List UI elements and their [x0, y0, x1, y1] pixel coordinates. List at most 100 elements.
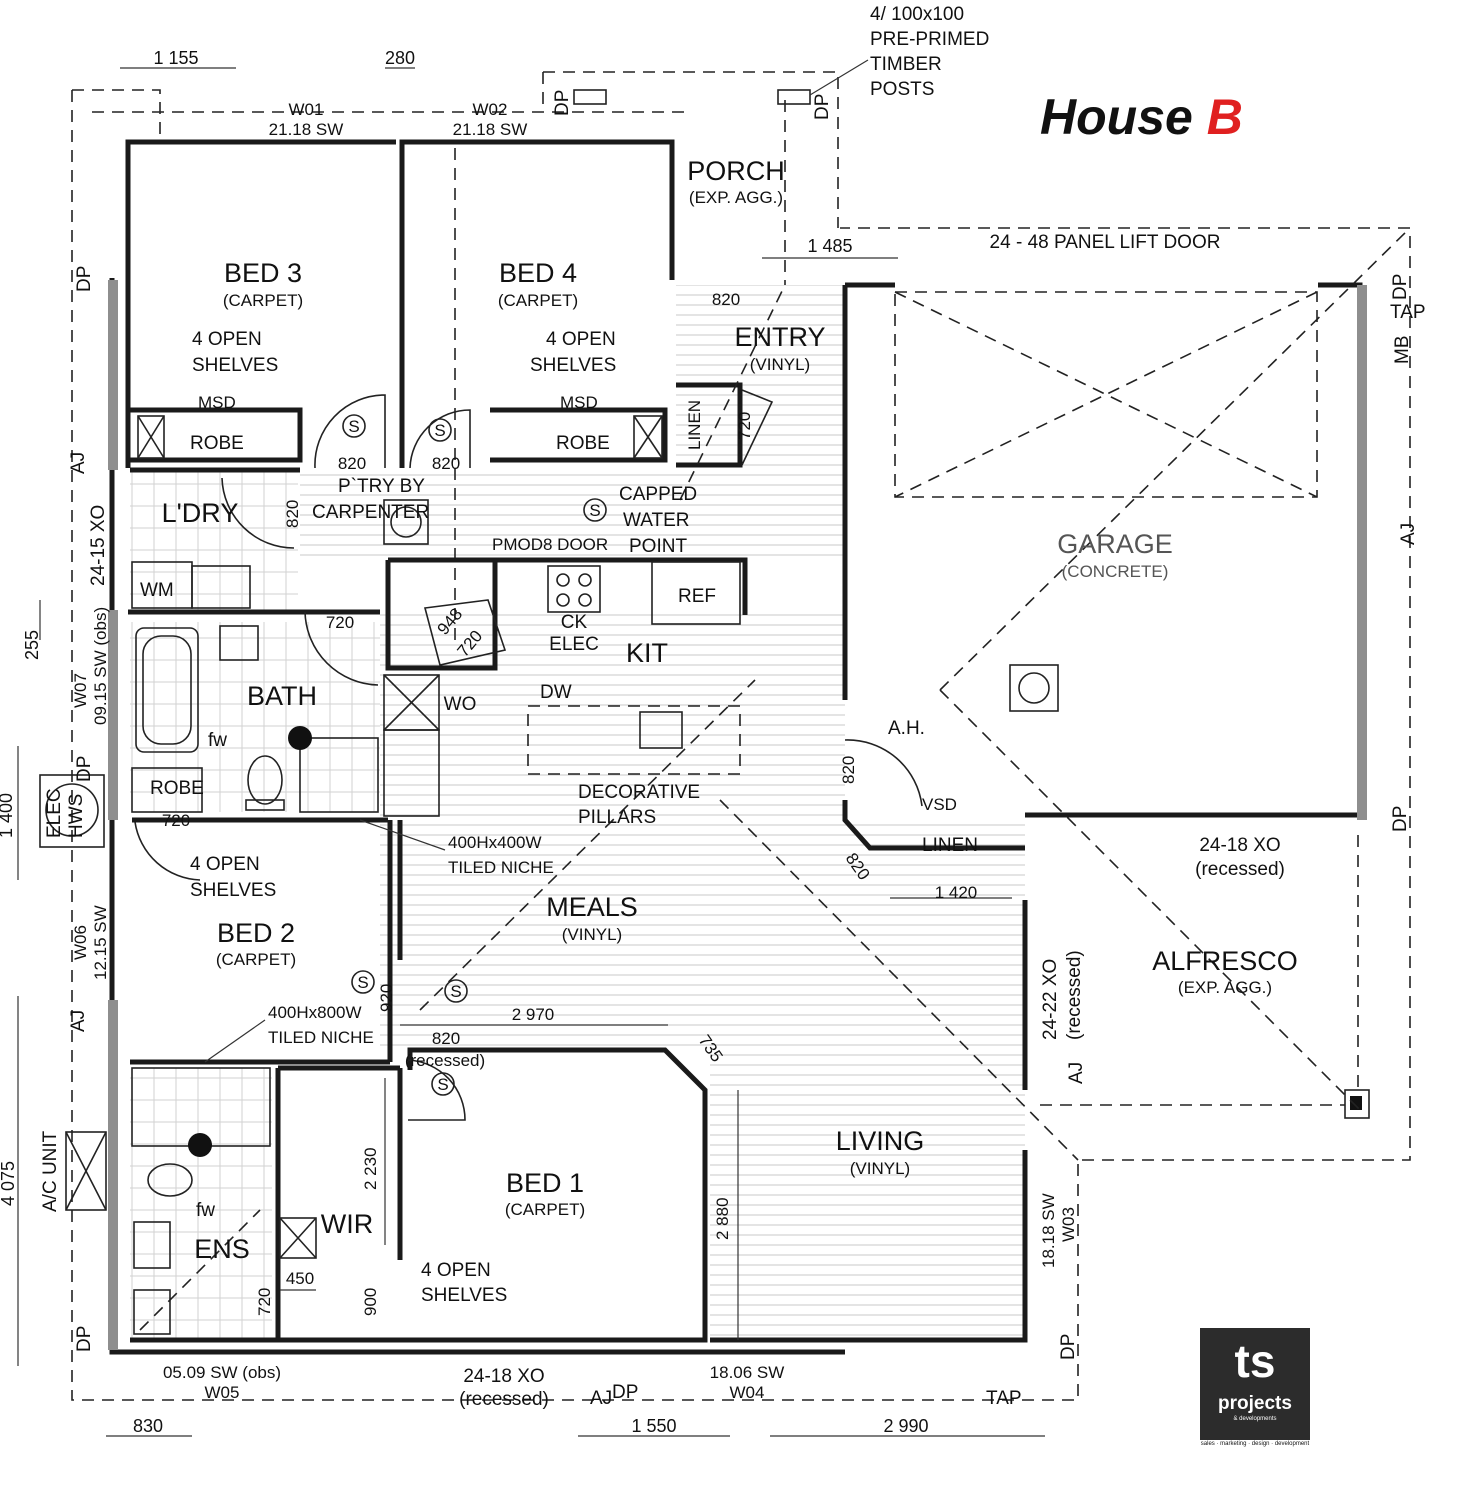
elec-hws-2: HWS [66, 794, 87, 838]
ref-label: REF [678, 586, 716, 607]
dim-450: 450 [286, 1269, 314, 1288]
dim-820-entry: 820 [712, 290, 740, 309]
bed4-name: BED 4 [499, 258, 577, 288]
pillars-line-1: DECORATIVE [578, 782, 700, 803]
kitchen-name: KIT [626, 638, 668, 668]
wo-name: WO [444, 694, 477, 715]
w03-size: 18.18 SW [1039, 1193, 1058, 1268]
bath-name: BATH [247, 681, 317, 711]
elec-hws-1: ELEC [44, 788, 65, 838]
bed2-shelves-1: 4 OPEN [190, 854, 260, 875]
fixtures [39, 89, 1370, 1335]
linen-entry: LINEN [685, 400, 704, 450]
bottom-xo-1: 24-18 XO [463, 1366, 544, 1387]
dim-2990: 2 990 [883, 1416, 928, 1436]
vsd-label: VSD [922, 795, 957, 814]
bed3-shelves-2: SHELVES [192, 355, 278, 376]
smoke-3: S [589, 501, 600, 520]
capped-line-2: WATER [623, 510, 690, 531]
w06-label: W06 [71, 925, 90, 960]
w06-size: 12.15 SW [91, 905, 110, 980]
w01-label: W01 [289, 100, 324, 119]
bed3-name: BED 3 [224, 258, 302, 288]
robe-bed4: ROBE [556, 433, 610, 454]
niche2-line-1: 400Hx800W [268, 1003, 362, 1022]
pantry-line-2: CARPENTER [312, 502, 429, 523]
dim-820-bed4: 820 [432, 454, 460, 473]
w02-label: W02 [473, 100, 508, 119]
robe-bed2: ROBE [150, 778, 204, 799]
ck-label: CK [561, 612, 588, 633]
room-labels: BED 3 (CARPET) BED 4 (CARPET) PORCH (EXP… [162, 156, 1298, 1264]
pillars-line-2: PILLARS [578, 807, 656, 828]
smoke-1: S [348, 417, 359, 436]
dp-4: DP [1390, 274, 1411, 300]
w07-size: 09.15 SW (obs) [91, 607, 110, 725]
aj-1: AJ [68, 452, 89, 474]
porch-name: PORCH [687, 156, 785, 186]
dp-8: DP [1058, 1334, 1079, 1360]
w03-label: W03 [1059, 1207, 1078, 1242]
tap-2: TAP [986, 1388, 1022, 1409]
annotations: 4/ 100x100 PRE-PRIMED TIMBER POSTS 24 - … [40, 4, 1426, 1410]
posts-line-2: PRE-PRIMED [870, 29, 989, 50]
wm-label: WM [140, 580, 174, 601]
dp-5: DP [1390, 806, 1411, 832]
dim-900: 900 [361, 1288, 380, 1316]
dim-720-robe: 720 [162, 811, 190, 830]
alfresco-xo: 24-22 XO [1040, 959, 1061, 1040]
dim-1420: 1 420 [935, 883, 978, 902]
capped-line-3: POINT [629, 536, 687, 557]
tap-1: TAP [1390, 302, 1426, 323]
walls [108, 139, 1367, 1355]
dim-2970: 2 970 [512, 1005, 555, 1024]
aj-4: AJ [1066, 1062, 1087, 1084]
ac-unit-label: A/C UNIT [40, 1130, 61, 1212]
entry-name: ENTRY [734, 322, 825, 352]
title-accent: B [1206, 89, 1243, 145]
smoke-6: S [437, 1075, 448, 1094]
w04-size: 18.06 SW [710, 1363, 785, 1382]
laundry-name: L'DRY [162, 498, 239, 528]
msd-bed3: MSD [198, 393, 236, 412]
w07-label: W07 [71, 673, 90, 708]
bed1-shelves-2: SHELVES [421, 1285, 507, 1306]
msd-bed4: MSD [560, 393, 598, 412]
dim-1485: 1 485 [807, 236, 852, 256]
dim-1550: 1 550 [631, 1416, 676, 1436]
laundry-xo: 24-15 XO [88, 505, 109, 586]
w01-size: 21.18 SW [269, 120, 344, 139]
bed4-shelves-2: SHELVES [530, 355, 616, 376]
garage-xo-2: (recessed) [1195, 859, 1285, 880]
dp-3: DP [812, 94, 833, 120]
logo-tagline: sales · marketing · design · development [1200, 1441, 1310, 1447]
dim-1155: 1 155 [153, 48, 198, 68]
pantry-line-1: P`TRY BY [338, 476, 425, 497]
fw-bath: fw [208, 730, 227, 751]
company-logo: ts projects & developments [1200, 1328, 1310, 1440]
smoke-5: S [450, 982, 461, 1001]
dim-820-bed3: 820 [338, 454, 366, 473]
bed2-name: BED 2 [217, 918, 295, 948]
dim-720-bath: 720 [326, 613, 354, 632]
capped-line-1: CAPPED [619, 484, 697, 505]
logo-name: projects [1218, 1393, 1292, 1414]
logo-small: & developments [1233, 1416, 1277, 1422]
dp-2: DP [552, 90, 573, 116]
ens-name: ENS [194, 1234, 250, 1264]
robe-bed3: ROBE [190, 433, 244, 454]
dim-820-laundry: 820 [283, 500, 302, 528]
garage-xo-1: 24-18 XO [1199, 835, 1280, 856]
bed3-floor: (CARPET) [223, 291, 303, 310]
elec-label: ELEC [549, 634, 599, 655]
aj-5: AJ [590, 1388, 612, 1409]
bed4-shelves-1: 4 OPEN [546, 329, 616, 350]
logo-mark: ts [1234, 1335, 1276, 1387]
posts-line-1: 4/ 100x100 [870, 4, 964, 25]
living-name: LIVING [836, 1126, 925, 1156]
dim-255: 255 [22, 630, 42, 660]
dim-1400: 1 400 [0, 793, 16, 838]
bed2-floor: (CARPET) [216, 950, 296, 969]
fw-ens: fw [196, 1200, 215, 1221]
bed1-floor: (CARPET) [505, 1200, 585, 1219]
